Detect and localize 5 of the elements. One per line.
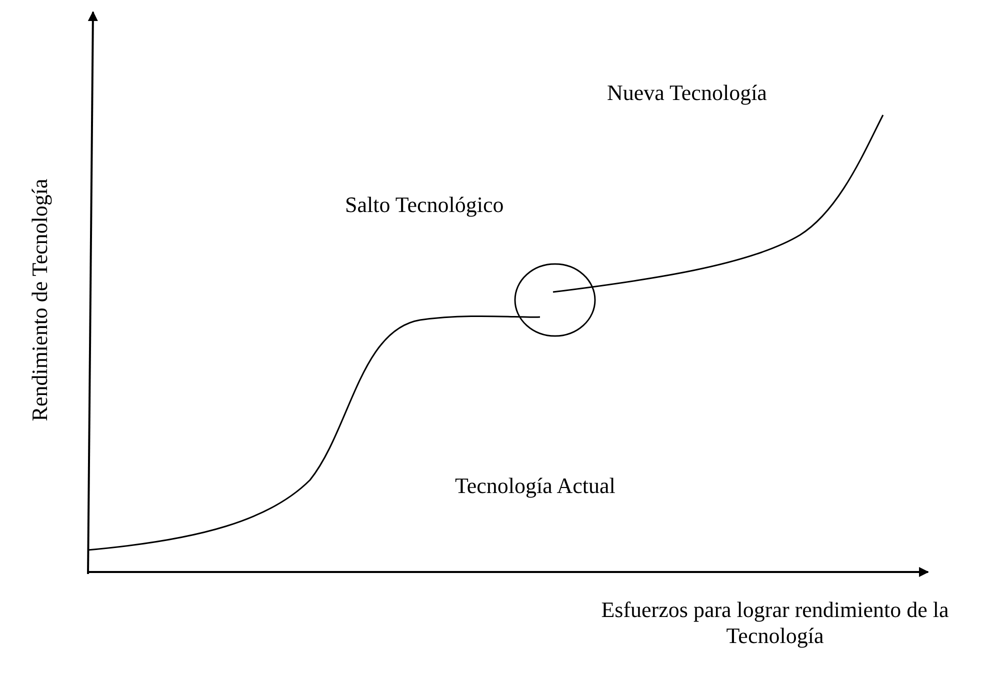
- axis-title: Rendimiento de Tecnología: [26, 178, 53, 422]
- curve-label: Nueva Tecnología: [607, 80, 767, 106]
- curve-label: Tecnología Actual: [455, 473, 616, 500]
- annotation-label: Salto Tecnológico: [345, 192, 504, 218]
- axis-title: Esfuerzos para lograr rendimiento de la Tecnología: [600, 597, 950, 650]
